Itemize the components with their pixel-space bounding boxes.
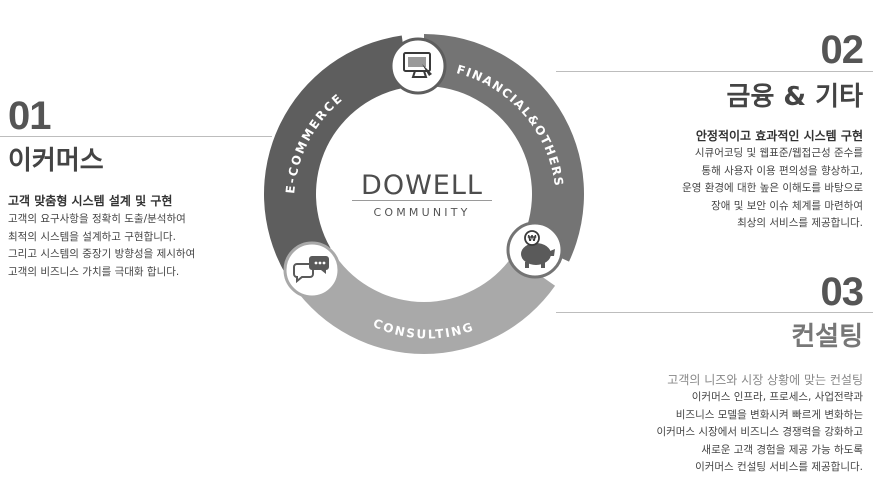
section-03-body: 이커머스 인프라, 프로세스, 사업전략과 비즈니스 모델을 변화시켜 빠르게 … (543, 389, 863, 477)
body-line: 비즈니스 모델을 변화시켜 빠르게 변화하는 (675, 408, 863, 421)
section-03-subtitle: 고객의 니즈와 시장 상황에 맞는 컨설팅 (667, 373, 863, 387)
section-02-body: 시큐어코딩 및 웹표준/웹접근성 준수를 통해 사용자 이용 편의성을 향상하고… (563, 145, 863, 233)
computer-icon (389, 37, 447, 95)
logo-sub: COMMUNITY (373, 206, 470, 219)
body-line: 고객의 요구사항을 정확히 도출/분석하여 (8, 213, 186, 225)
logo-divider (352, 200, 492, 201)
svg-text:₩: ₩ (528, 234, 537, 243)
section-02-rule (556, 71, 873, 72)
section-03-number: 03 (820, 270, 864, 314)
body-line: 고객의 비즈니스 가치를 극대화 합니다. (8, 265, 180, 278)
body-line: 통해 사용자 이용 편의성을 향상하고, (701, 164, 863, 177)
cycle-diagram: E-COMMERCE FINANCIAL&OTHERS CONSULTING ₩… (264, 34, 584, 354)
body-line: 장애 및 보안 이슈 체계를 마련하여 (711, 199, 863, 212)
body-line: 이커머스 컨설팅 서비스를 제공합니다. (695, 461, 863, 473)
section-03-rule (556, 312, 873, 313)
section-02-number: 02 (820, 28, 864, 72)
section-02-title: 금융 & 기타 (726, 82, 863, 112)
arc-ecommerce (264, 35, 409, 274)
arc-financial (424, 34, 584, 262)
section-01-rule (0, 136, 272, 137)
section-03-title: 컨설팅 (791, 322, 863, 352)
body-line: 그리고 시스템의 중장기 방향성을 제시하여 (8, 248, 196, 260)
body-line: 운영 환경에 대한 높은 이해도를 바탕으로 (682, 182, 863, 194)
logo-main: DOWELL (361, 170, 483, 201)
section-01-title: 이커머스 (8, 146, 104, 176)
body-line: 이커머스 인프라, 프로세스, 사업전략과 (691, 391, 863, 403)
body-line: 최상의 서비스를 제공합니다. (737, 217, 863, 229)
body-line: 이커머스 시장에서 비즈니스 경쟁력을 강화하고 (656, 426, 863, 438)
section-02-subtitle: 안정적이고 효과적인 시스템 구현 (695, 129, 863, 143)
body-line: 새로운 고객 경험을 제공 가능 하도록 (701, 443, 863, 456)
piggy-bank-icon: ₩ (506, 221, 564, 279)
section-01-body: 고객의 요구사항을 정확히 도출/분석하여 최적의 시스템을 설계하고 구현합니… (8, 211, 278, 281)
section-01-subtitle: 고객 맞춤형 시스템 설계 및 구현 (8, 194, 173, 208)
section-01-number: 01 (8, 94, 51, 138)
speech-bubbles-icon (283, 241, 341, 299)
arc-consulting (292, 255, 556, 354)
body-line: 시큐어코딩 및 웹표준/웹접근성 준수를 (694, 147, 863, 159)
body-line: 최적의 시스템을 설계하고 구현합니다. (8, 230, 176, 243)
